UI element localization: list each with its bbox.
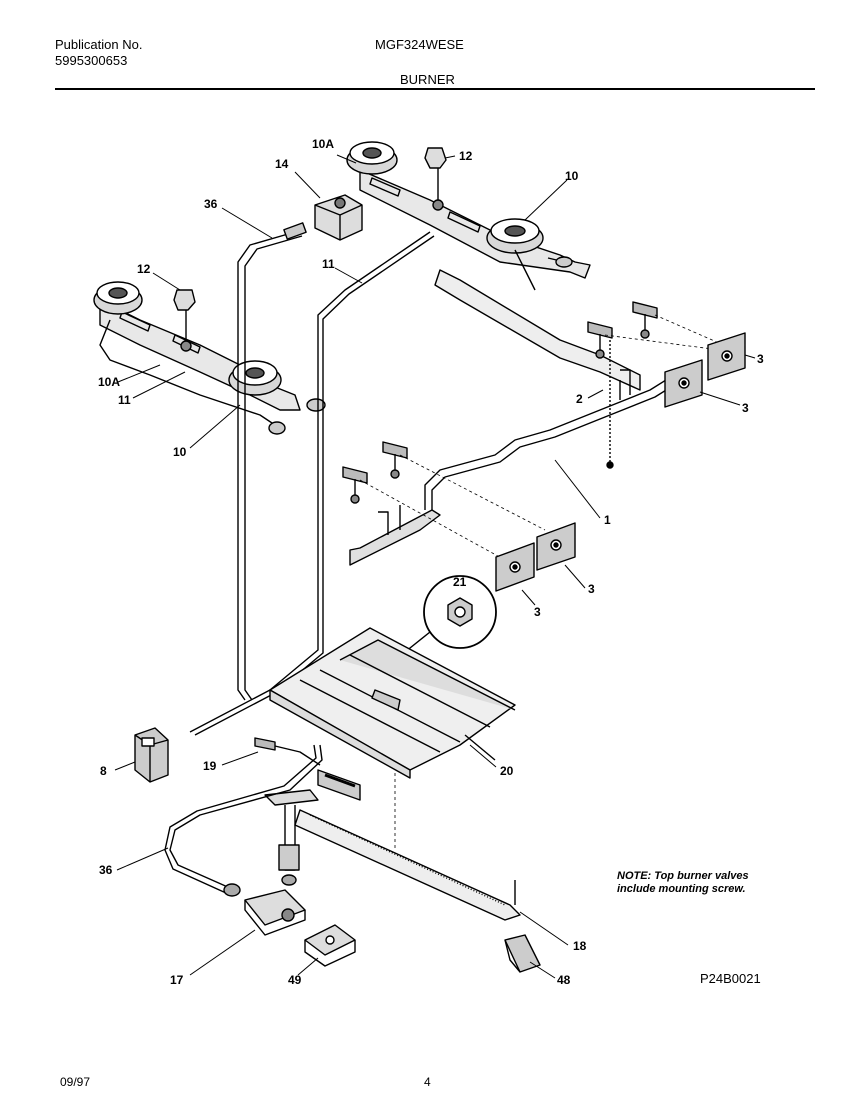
publication-label: Publication No. (55, 37, 143, 52)
heat-shield (269, 627, 516, 779)
callout-3-a: 3 (757, 352, 764, 366)
footer-date: 09/97 (60, 1075, 91, 1089)
callout-10-top: 10 (565, 169, 579, 183)
callout-3-d: 3 (534, 605, 541, 619)
callout-2: 2 (576, 392, 583, 406)
callout-19: 19 (203, 759, 217, 773)
igniter-wires (189, 231, 435, 736)
lower-gas-tubing (164, 744, 323, 897)
callout-21: 21 (453, 575, 467, 589)
callout-1: 1 (604, 513, 611, 527)
oven-burner-tube (294, 809, 521, 921)
callout-36-bottom: 36 (99, 863, 113, 877)
oven-igniter (317, 769, 361, 801)
left-burner-assembly (93, 281, 326, 435)
safety-valve (314, 194, 363, 241)
publication-number: 5995300653 (55, 53, 128, 68)
pilot-19 (254, 737, 321, 766)
burner-bracket-left (173, 289, 196, 352)
callout-11-left: 11 (118, 393, 131, 407)
callout-labels: 10A 12 14 36 10 11 12 10A 11 10 3 2 3 1 … (98, 137, 764, 987)
mounting-screw-note: NOTE: Top burner valves include mounting… (617, 870, 749, 895)
callout-48: 48 (557, 973, 571, 987)
callout-10a-left: 10A (98, 375, 120, 389)
callout-17: 17 (170, 973, 184, 987)
callout-12-left: 12 (137, 262, 151, 276)
page-number: 4 (424, 1075, 431, 1089)
gas-manifold (349, 364, 696, 566)
rear-burner-assembly (346, 141, 591, 291)
bracket-49 (304, 924, 356, 967)
clip-8 (134, 727, 169, 783)
callout-14: 14 (275, 157, 289, 171)
callout-11-top: 11 (322, 257, 335, 271)
header-rule (55, 88, 815, 90)
callout-10a-top: 10A (312, 137, 334, 151)
callout-36-top: 36 (204, 197, 218, 211)
callout-3-c: 3 (588, 582, 595, 596)
diagram-part-id: P24B0021 (700, 971, 761, 986)
bracket-48 (504, 934, 541, 973)
oven-thermostat (244, 889, 306, 936)
section-title: BURNER (400, 72, 455, 87)
valve-plates (495, 332, 746, 592)
hex-nut-detail (394, 575, 497, 661)
callout-18: 18 (573, 939, 587, 953)
callout-12-top: 12 (459, 149, 473, 163)
callout-20: 20 (500, 764, 514, 778)
burner-valves (342, 301, 658, 504)
burner-mount-bracket (264, 789, 319, 886)
rear-manifold (434, 269, 641, 400)
leader-lines (114, 154, 756, 979)
callout-3-b: 3 (742, 401, 749, 415)
callout-8: 8 (100, 764, 107, 778)
burner-bracket-top (424, 147, 447, 211)
callout-10-left: 10 (173, 445, 187, 459)
model-number: MGF324WESE (375, 37, 464, 52)
callout-49: 49 (288, 973, 302, 987)
gas-tubing (237, 222, 307, 701)
